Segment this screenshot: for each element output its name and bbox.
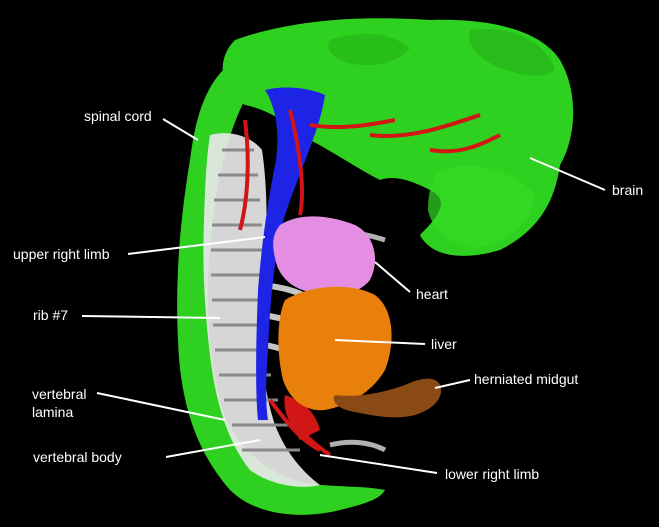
- leader-rib7: [81, 315, 221, 319]
- vessels-red: [238, 109, 501, 457]
- leader-liver: [334, 339, 426, 345]
- leader-vertebral-body: [165, 439, 261, 458]
- label-vertebral-body: vertebral body: [33, 449, 122, 465]
- leader-lines: [81, 118, 606, 474]
- label-vertebral-lamina-line1: vertebral: [32, 386, 87, 402]
- label-upper-right-limb: upper right limb: [13, 246, 110, 262]
- label-brain: brain: [612, 182, 644, 198]
- leader-upper-right-limb: [127, 236, 266, 255]
- leader-herniated-midgut: [434, 379, 471, 389]
- label-liver: liver: [431, 336, 457, 352]
- label-heart: heart: [416, 286, 448, 302]
- label-herniated-midgut: herniated midgut: [474, 371, 579, 387]
- vessels-blue: [256, 87, 325, 421]
- label-rib7: rib #7: [33, 307, 69, 323]
- vertebral-column: [203, 133, 320, 487]
- leader-vertebral-lamina: [96, 392, 226, 421]
- leader-spinal-cord: [162, 118, 199, 141]
- liver-organ: [278, 286, 392, 411]
- label-vertebral-lamina-line2: lamina: [32, 404, 74, 420]
- midgut-organ: [333, 378, 442, 418]
- leader-lower-right-limb: [319, 454, 438, 474]
- leader-brain: [529, 157, 606, 191]
- label-spinal-cord: spinal cord: [84, 108, 152, 124]
- label-lower-right-limb: lower right limb: [445, 466, 540, 482]
- heart-organ: [273, 216, 375, 295]
- leader-heart: [374, 261, 411, 293]
